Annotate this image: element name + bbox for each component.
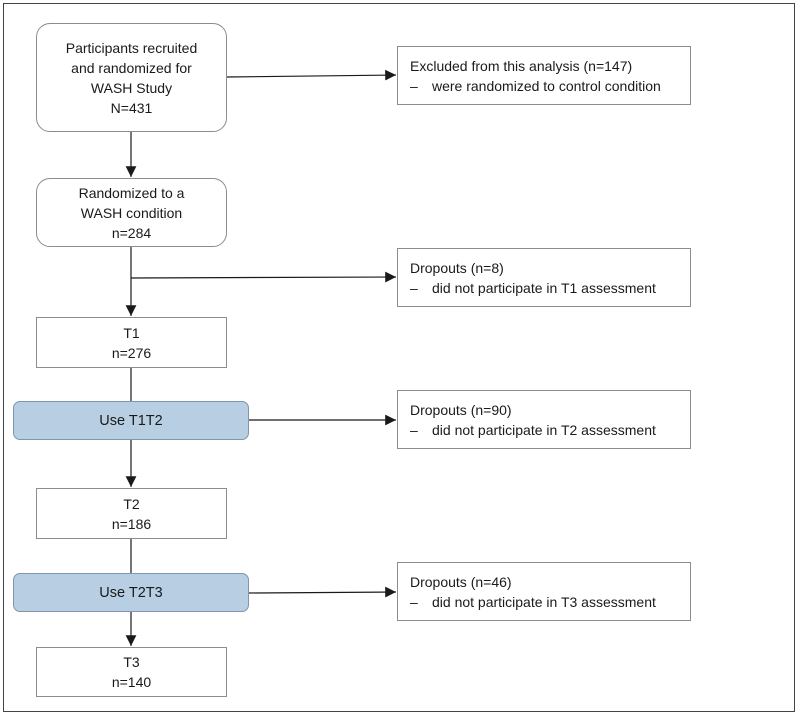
excluded-detail: were randomized to control condition xyxy=(432,77,661,94)
t2-label: T2 xyxy=(123,495,140,512)
randomized-count: n=284 xyxy=(111,224,152,241)
use-t2t3-label: Use T2T3 xyxy=(99,584,163,601)
arrow-to-excluded xyxy=(226,69,397,81)
dropout1-detail: did not participate in T1 assessment xyxy=(432,279,656,296)
t1-box: T1 n=276 xyxy=(36,317,227,368)
randomized-line1: Randomized to a xyxy=(78,184,185,201)
dropout3-detail: did not participate in T3 assessment xyxy=(432,593,656,610)
t3-count: n=140 xyxy=(111,674,152,690)
excluded-box: Excluded from this analysis (n=147) – we… xyxy=(397,46,691,105)
recruited-line3: WASH Study xyxy=(90,79,173,96)
dropout3-detail-row: – did not participate in T3 assessment xyxy=(410,592,656,612)
diagram-frame xyxy=(3,3,795,712)
dropout3-title: Dropouts (n=46) xyxy=(410,573,512,590)
t2-box: T2 n=186 xyxy=(36,488,227,539)
excluded-dash: – xyxy=(410,77,418,94)
t3-label: T3 xyxy=(123,654,140,670)
excluded-title: Excluded from this analysis (n=147) xyxy=(410,57,633,74)
t1-count: n=276 xyxy=(111,344,152,361)
t1-label: T1 xyxy=(123,324,140,341)
dropout1-title: Dropouts (n=8) xyxy=(410,259,504,276)
t3-box: T3 n=140 xyxy=(36,647,227,697)
arrow-to-dropout1 xyxy=(130,271,397,283)
dropout3-dash: – xyxy=(410,593,418,610)
use-t1t2-label: Use T1T2 xyxy=(99,412,163,429)
dropout2-detail: did not participate in T2 assessment xyxy=(432,421,656,438)
dropout1-dash: – xyxy=(410,279,418,296)
excluded-detail-row: – were randomized to control condition xyxy=(410,76,661,96)
dropout2-box: Dropouts (n=90) – did not participate in… xyxy=(397,390,691,449)
t2-count: n=186 xyxy=(111,515,152,532)
recruited-line1: Participants recruited xyxy=(65,39,198,56)
dropout3-box: Dropouts (n=46) – did not participate in… xyxy=(397,562,691,621)
randomized-box: Randomized to a WASH condition n=284 xyxy=(36,178,227,247)
recruited-box: Participants recruited and randomized fo… xyxy=(36,23,227,132)
recruited-count: N=431 xyxy=(110,99,153,116)
dropout2-title: Dropouts (n=90) xyxy=(410,401,512,418)
dropout1-detail-row: – did not participate in T1 assessment xyxy=(410,278,656,298)
dropout2-detail-row: – did not participate in T2 assessment xyxy=(410,420,656,440)
use-t2t3-box: Use T2T3 xyxy=(13,573,249,612)
randomized-line2: WASH condition xyxy=(80,204,183,221)
arrow-to-dropout3 xyxy=(248,586,397,598)
use-t1t2-box: Use T1T2 xyxy=(13,401,249,440)
recruited-line2: and randomized for xyxy=(71,59,192,76)
dropout1-box: Dropouts (n=8) – did not participate in … xyxy=(397,248,691,307)
dropout2-dash: – xyxy=(410,421,418,438)
